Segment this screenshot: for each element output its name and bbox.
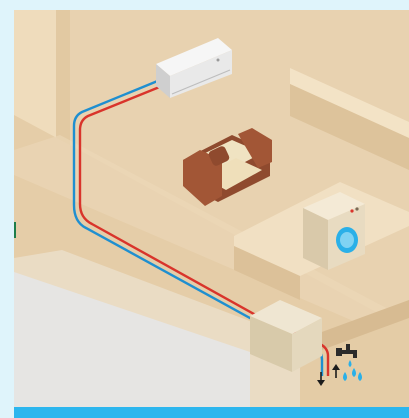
water-tap-icon — [336, 344, 357, 358]
building-base-edge — [14, 250, 300, 410]
footer-bar — [14, 407, 409, 418]
arrow-down-icon — [317, 372, 325, 386]
refrigerant-pipe-red — [78, 84, 330, 376]
partition-wall-face — [290, 84, 409, 170]
sofa-icon — [183, 128, 272, 206]
edge-marker — [14, 222, 16, 238]
building-base — [14, 265, 250, 410]
ground-corner-face — [300, 300, 409, 358]
partition-wall-top — [290, 68, 409, 138]
arrow-up-icon — [332, 364, 340, 378]
floor-highlight — [14, 135, 409, 345]
water-drops-icon — [343, 360, 362, 381]
washing-machine-icon — [303, 192, 365, 270]
air-conditioner-icon — [156, 38, 232, 98]
front-wall-face — [234, 246, 300, 300]
heat-pump-box-icon — [250, 300, 322, 372]
